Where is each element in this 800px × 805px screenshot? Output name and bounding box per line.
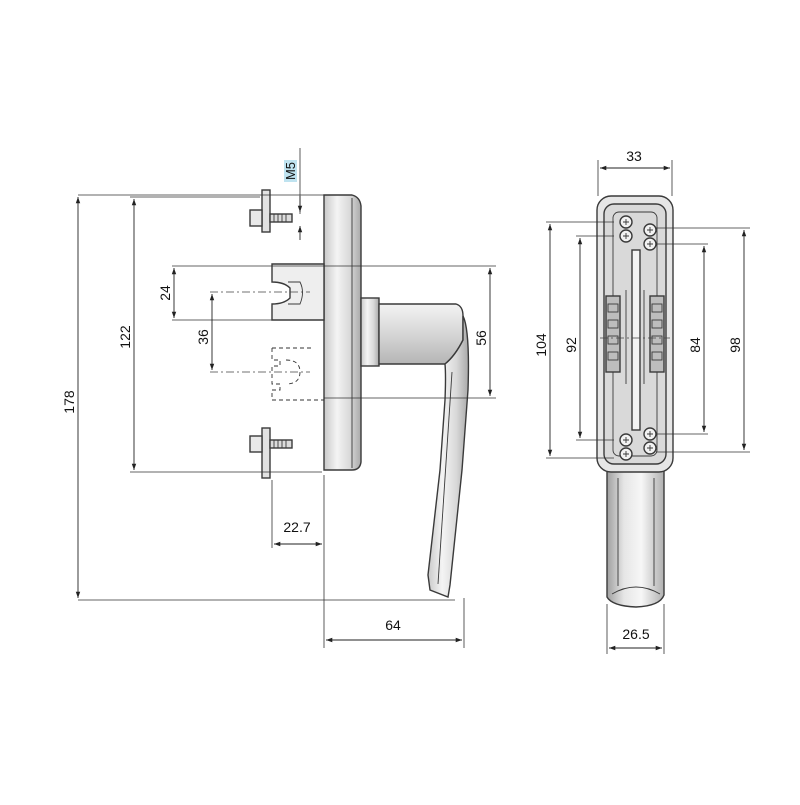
- label-screw-projection: 22.7: [283, 519, 310, 535]
- handle-arm: [378, 303, 464, 365]
- label-inner-height-right: 84: [687, 337, 703, 353]
- label-base-height: 104: [533, 333, 549, 357]
- label-overall-height: 178: [61, 390, 77, 414]
- base-plate: [323, 194, 362, 471]
- screw-holes-bottom: [619, 427, 657, 461]
- grip: [606, 469, 665, 608]
- label-screw-spacing: 122: [117, 325, 133, 349]
- handle-lever: [427, 315, 470, 598]
- lever-highlight: [437, 371, 453, 585]
- label-slot-width: 24: [157, 285, 173, 301]
- label-grip-width: 26.5: [622, 626, 649, 642]
- screw-bottom: [249, 427, 293, 479]
- boss: [360, 297, 380, 367]
- label-inner-height-left: 92: [563, 337, 579, 353]
- label-handle-offset: 56: [473, 330, 489, 346]
- label-outer-height-right: 98: [727, 337, 743, 353]
- central-mechanism: [600, 249, 670, 431]
- screw-top: [249, 189, 293, 233]
- side-view: 178 122 24 36 56 22.7 64 M5: [61, 148, 496, 648]
- screw-holes-top: [619, 215, 657, 251]
- grip-curve: [611, 586, 661, 595]
- label-slot-pitch: 36: [195, 329, 211, 345]
- back-view: 33 104 92 84 98 26.5: [533, 148, 750, 654]
- slotted-tongue-alt: [271, 347, 324, 401]
- thread-label-highlight: [284, 160, 297, 182]
- label-handle-length: 64: [385, 617, 401, 633]
- label-thread: M5: [283, 162, 298, 180]
- label-base-width: 33: [626, 148, 642, 164]
